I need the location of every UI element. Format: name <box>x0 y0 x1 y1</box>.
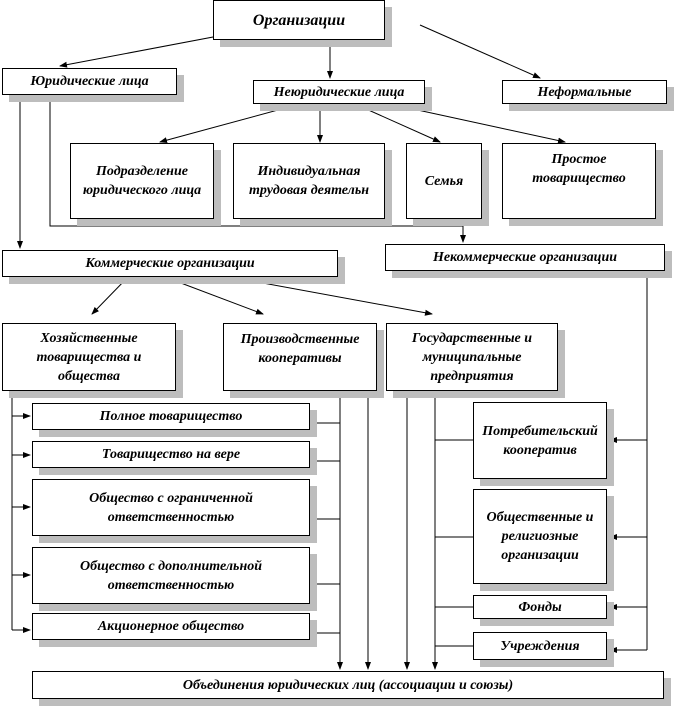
node-non-legal-entities: Неюридические лица <box>253 80 425 104</box>
node-llc: Общество с ограниченной ответственностью <box>32 479 310 536</box>
node-alc: Общество с дополнительной ответственност… <box>32 547 310 604</box>
node-organizations: Организации <box>213 0 385 40</box>
node-institutions: Учреждения <box>473 632 607 660</box>
node-limited-partnership: Товарищество на вере <box>32 441 310 468</box>
node-subdivision: Подразделение юридического лица <box>70 143 214 219</box>
node-noncommercial: Некоммерческие организации <box>385 244 665 271</box>
node-consumer-coop: Потребительский кооператив <box>473 402 607 479</box>
node-business-partnerships: Хозяйственные товарищества и общества <box>2 323 176 391</box>
node-associations: Объединения юридических лиц (ассоциации … <box>32 671 664 699</box>
node-funds: Фонды <box>473 595 607 619</box>
node-jsc: Акционерное общество <box>32 613 310 640</box>
node-full-partnership: Полное товарищество <box>32 403 310 430</box>
node-public-religious: Общественные и религиозные организации <box>473 489 607 584</box>
node-legal-entities: Юридические лица <box>2 68 177 95</box>
node-production-coops: Производственные кооперативы <box>223 323 377 391</box>
node-simple-partnership: Простое товарищество <box>502 143 656 219</box>
node-individual-labor: Индивидуальная трудовая деятельн <box>233 143 385 219</box>
node-state-enterprises: Государственные и муниципальные предприя… <box>386 323 558 391</box>
node-commercial: Коммерческие организации <box>2 250 338 277</box>
node-informal: Неформальные <box>502 80 667 104</box>
node-family: Семья <box>406 143 482 219</box>
